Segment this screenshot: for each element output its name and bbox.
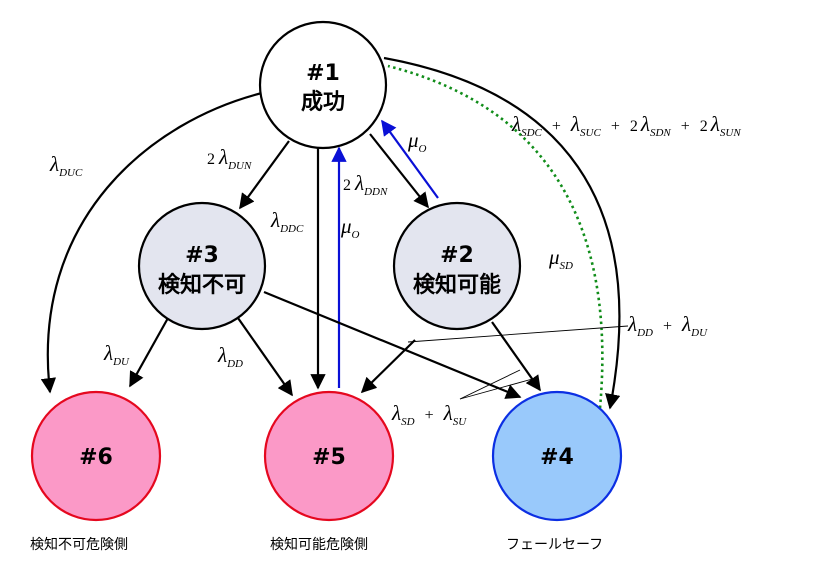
state-node-1-id: #1 <box>306 61 340 86</box>
rate-dd: λDD <box>217 343 243 370</box>
state-node-6-id: #6 <box>79 445 113 470</box>
state-node-2: #2 検知可能 <box>392 201 522 331</box>
state-node-2-label: 検知可能 <box>413 272 501 298</box>
rate-ddc: λDDC <box>270 208 304 235</box>
state-node-5-id: #5 <box>312 445 346 470</box>
rate-sd-plus-su: λSD+λSU <box>391 401 467 428</box>
state-node-6: #6 <box>30 390 162 522</box>
captions: 検知不可危険側 検知可能危険側 フェールセーフ <box>30 536 603 553</box>
rate-duc: λDUC <box>49 152 83 179</box>
leader-sd-su-b <box>459 377 537 400</box>
edge-1-to-2 <box>369 133 429 209</box>
state-node-4-id: #4 <box>540 445 574 470</box>
edge-1-to-3 <box>239 140 290 210</box>
caption-node-6: 検知不可危険側 <box>30 536 128 553</box>
edge-4-to-1-repair <box>387 64 604 409</box>
edge-3-to-4 <box>263 290 522 399</box>
rate-mu-sd: μSD <box>548 245 573 272</box>
rate-mu-o-right: μO <box>407 128 427 155</box>
nodes: #1 成功 #2 検知可能 #3 検知不可 #4 #5 #6 <box>30 20 623 522</box>
edges <box>40 56 629 410</box>
state-node-3-id: #3 <box>185 243 219 268</box>
rate-mu-o-left: μO <box>340 214 360 241</box>
edge-3-to-5 <box>237 317 293 397</box>
caption-node-4: フェールセーフ <box>506 537 603 553</box>
state-node-3: #3 検知不可 <box>137 201 267 331</box>
edge-2-to-1-repair <box>381 119 439 199</box>
state-node-1-label: 成功 <box>301 90 345 115</box>
leader-dd-du <box>407 325 629 343</box>
state-node-5: #5 <box>263 390 395 522</box>
state-node-1: #1 成功 <box>258 20 388 150</box>
edge-1-to-6 <box>40 90 267 394</box>
caption-node-5: 検知可能危険側 <box>270 536 368 553</box>
rate-du: λDU <box>103 341 130 368</box>
leader-sd-su-a <box>459 369 521 400</box>
edge-3-to-6 <box>129 317 169 388</box>
state-node-2-id: #2 <box>440 243 474 268</box>
edge-2-to-5 <box>360 339 416 394</box>
rate-dd-plus-du: λDD+λDU <box>627 312 708 339</box>
state-node-3-label: 検知不可 <box>158 272 246 298</box>
state-node-4: #4 <box>491 390 623 522</box>
